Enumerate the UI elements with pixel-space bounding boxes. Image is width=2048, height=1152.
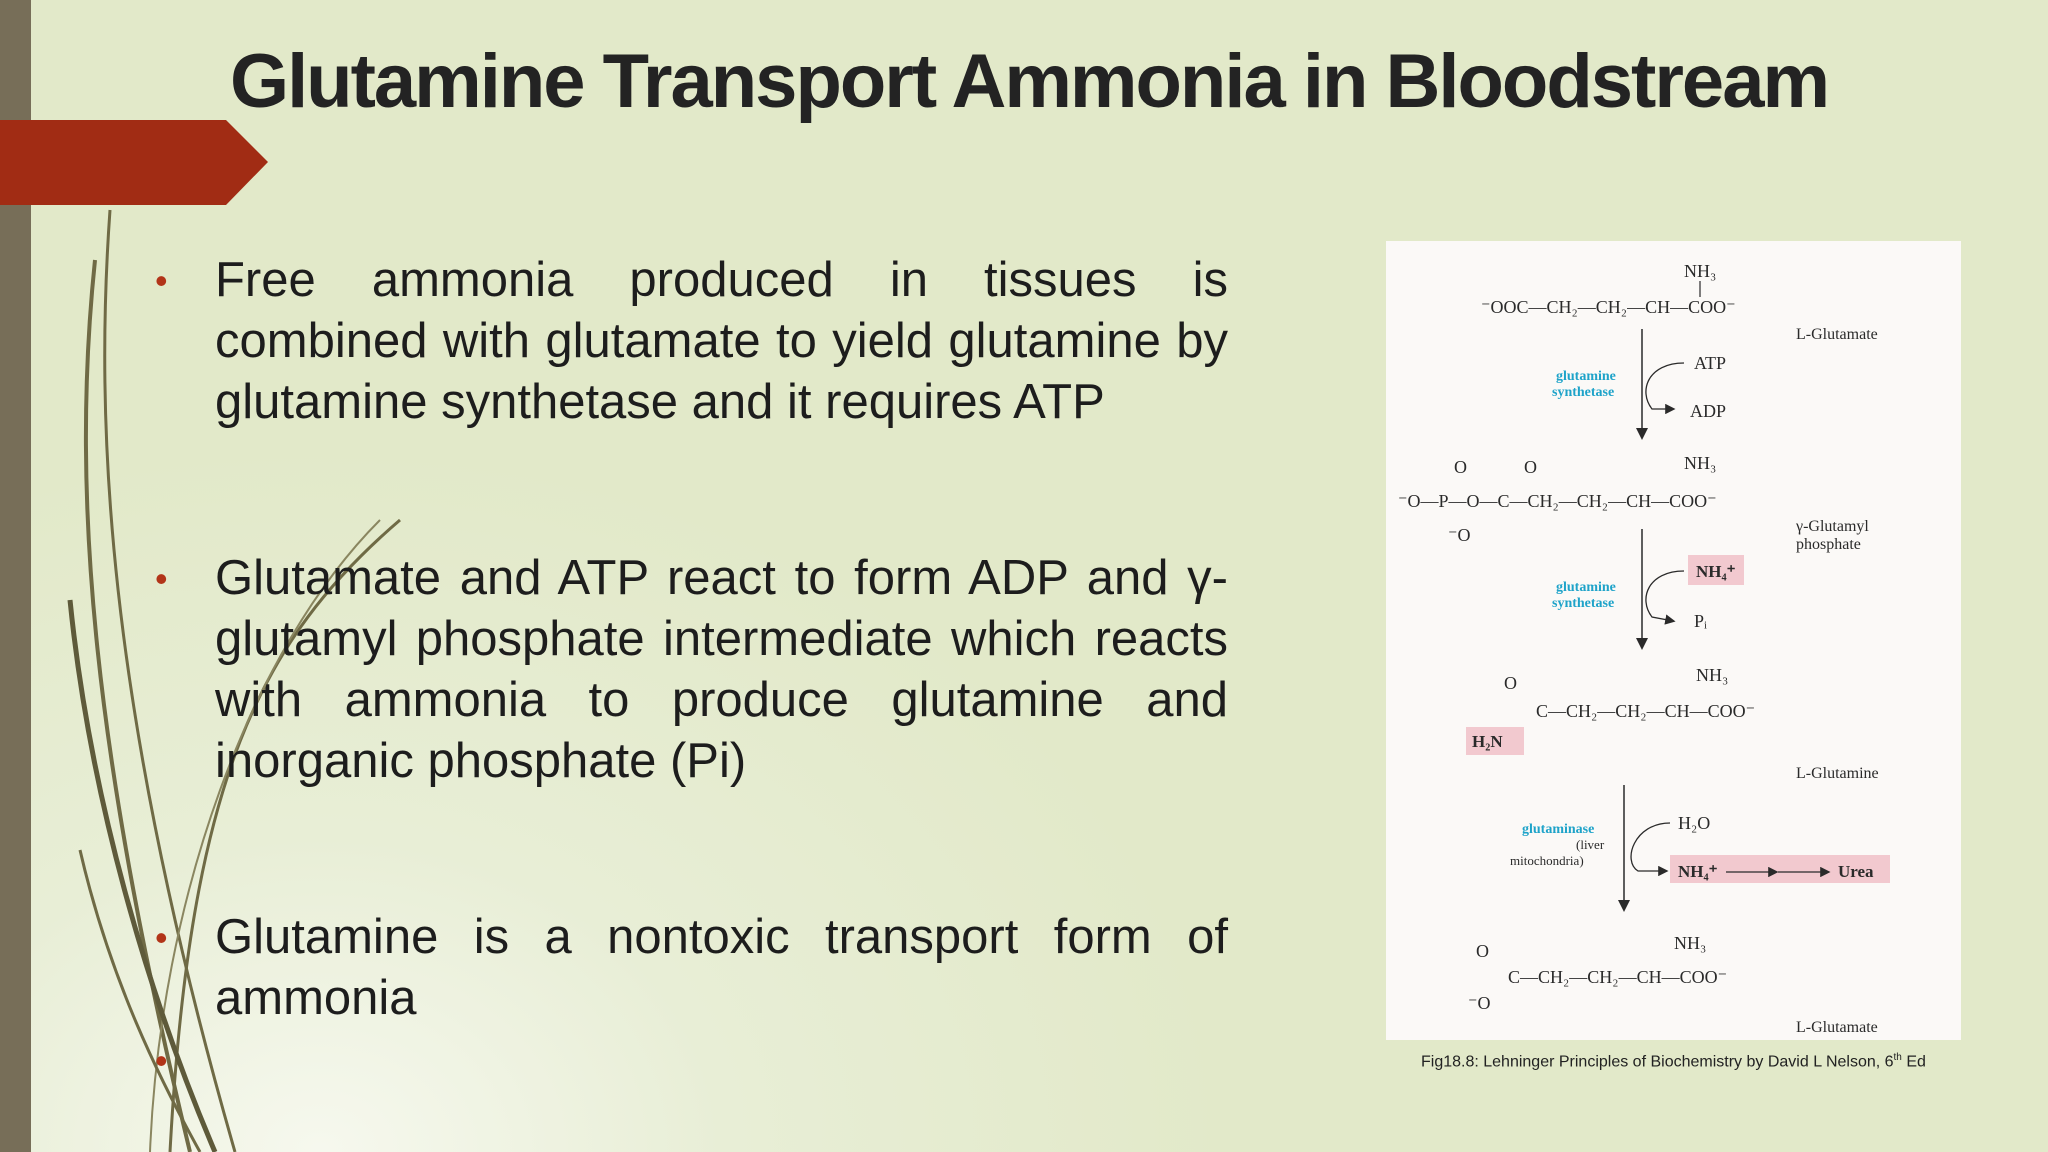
adp-label: ADP bbox=[1690, 401, 1726, 421]
caption-main: Fig18.8: Lehninger Principles of Biochem… bbox=[1421, 1053, 1894, 1071]
liver-note-1: (liver bbox=[1576, 837, 1605, 852]
glutamate-formula: ⁻OOC—CH₂—CH₂—CH—COO⁻ bbox=[1481, 297, 1736, 317]
urea-highlight bbox=[1670, 855, 1890, 883]
nh4-highlight bbox=[1688, 555, 1744, 585]
bullet-text: Glutamine is a nontoxic transport form o… bbox=[215, 910, 1228, 1025]
nh3-label: NH₃ bbox=[1674, 933, 1706, 953]
bullet-marker: • bbox=[155, 917, 168, 958]
urea-label: Urea bbox=[1838, 862, 1874, 881]
h2n-label: H₂N bbox=[1472, 732, 1503, 751]
bullet-marker: • bbox=[155, 260, 168, 301]
pi-label: Pᵢ bbox=[1694, 611, 1707, 631]
bullet-item-2: • Glutamate and ATP react to form ADP an… bbox=[155, 548, 1228, 792]
bullet-marker: • bbox=[155, 558, 168, 599]
bullet-list: • Free ammonia produced in tissues is co… bbox=[155, 250, 1228, 1029]
enzyme-synthetase-1a: glutamine bbox=[1556, 369, 1616, 384]
decorative-grass-strokes bbox=[67, 209, 401, 1152]
glutamine-pathway-diagram: NH₃ ⁻OOC—CH₂—CH₂—CH—COO⁻ L-Glutamate ATP… bbox=[1398, 261, 1890, 1036]
o-label: O bbox=[1504, 673, 1517, 693]
h2n-highlight bbox=[1466, 727, 1524, 755]
glutamyl-phosphate-formula: ⁻O—P—O—C—CH₂—CH₂—CH—COO⁻ bbox=[1398, 491, 1717, 511]
o-minus-label: ⁻O bbox=[1468, 993, 1491, 1013]
glutamate-end-formula: C—CH₂—CH₂—CH—COO⁻ bbox=[1508, 967, 1727, 987]
slide-title: Glutamine Transport Ammonia in Bloodstre… bbox=[229, 39, 1830, 124]
nh4-in-label: NH₄⁺ bbox=[1696, 562, 1736, 581]
figure-caption: Fig18.8: Lehninger Principles of Biochem… bbox=[1421, 1052, 1926, 1071]
enzyme-synthetase-2b: synthetase bbox=[1552, 596, 1614, 611]
glutamyl-phosphate-name-1: γ-Glutamyl bbox=[1795, 518, 1869, 535]
enzyme-synthetase-1b: synthetase bbox=[1552, 385, 1614, 400]
glutamine-formula: C—CH₂—CH₂—CH—COO⁻ bbox=[1536, 701, 1755, 721]
o-minus-label: ⁻O bbox=[1448, 525, 1471, 545]
liver-note-2: mitochondria) bbox=[1510, 853, 1584, 868]
nh3-label: NH₃ bbox=[1684, 453, 1716, 473]
o-label: O bbox=[1454, 457, 1467, 477]
o-label: O bbox=[1476, 941, 1489, 961]
bullet-item-3: • Glutamine is a nontoxic transport form… bbox=[155, 907, 1228, 1029]
reaction-figure: NH₃ ⁻OOC—CH₂—CH₂—CH—COO⁻ L-Glutamate ATP… bbox=[1386, 241, 1961, 1040]
enzyme-synthetase-2a: glutamine bbox=[1556, 580, 1616, 595]
o-label: O bbox=[1524, 457, 1537, 477]
bullet-item-1: • Free ammonia produced in tissues is co… bbox=[155, 250, 1228, 433]
h2o-label: H₂O bbox=[1678, 813, 1710, 833]
glutamine-name: L-Glutamine bbox=[1796, 765, 1879, 782]
enzyme-glutaminase: glutaminase bbox=[1522, 822, 1594, 837]
nh3-label: NH₃ bbox=[1684, 261, 1716, 281]
glutamate-bottom-name: L-Glutamate bbox=[1796, 1019, 1878, 1036]
nh4-out-label: NH₄⁺ bbox=[1678, 862, 1718, 881]
empty-bullet-marker: • bbox=[155, 1040, 168, 1081]
nh3-label: NH₃ bbox=[1696, 665, 1728, 685]
glutamate-top-name: L-Glutamate bbox=[1796, 326, 1878, 343]
glutamyl-phosphate-name-2: phosphate bbox=[1796, 536, 1861, 553]
caption-end: Ed bbox=[1901, 1053, 1926, 1071]
bullet-text: Free ammonia produced in tissues is comb… bbox=[215, 253, 1228, 429]
atp-label: ATP bbox=[1694, 353, 1726, 373]
title-accent-arrow bbox=[0, 120, 268, 205]
caption-superscript: th bbox=[1893, 1052, 1902, 1063]
bullet-text: Glutamate and ATP react to form ADP and … bbox=[215, 551, 1228, 788]
